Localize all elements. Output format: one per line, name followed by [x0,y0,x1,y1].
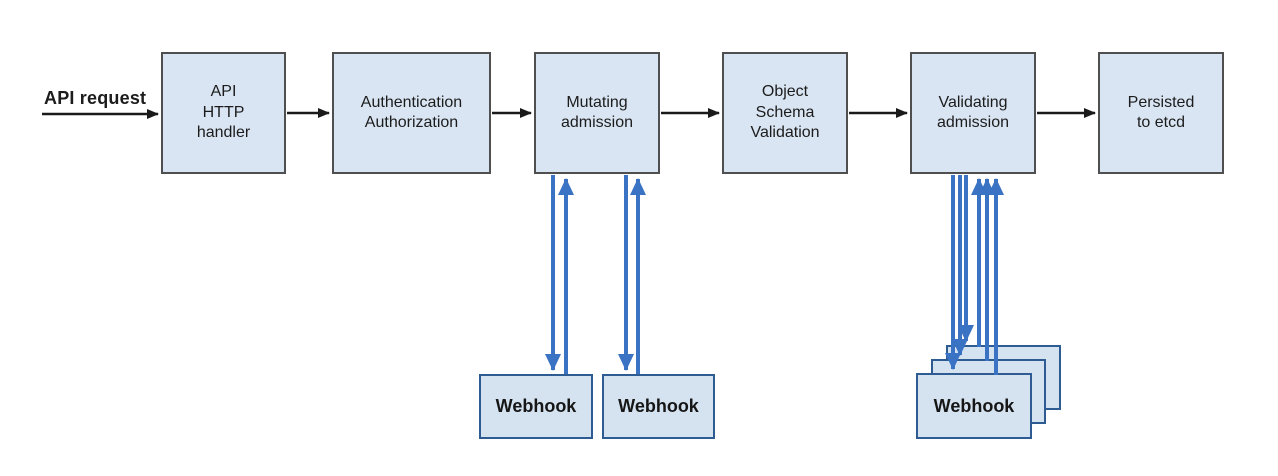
node-persisted-to-etcd: Persisted to etcd [1098,52,1224,174]
node-authentication-authorization: Authentication Authorization [332,52,491,174]
webhook-stack-front: Webhook [916,373,1032,439]
node-api-http-handler: API HTTP handler [161,52,286,174]
webhook-mutating-second: Webhook [602,374,715,439]
api-request-label: API request [44,88,147,108]
node-object-schema-validation: Object Schema Validation [722,52,848,174]
node-mutating-admission: Mutating admission [534,52,660,174]
webhook-mutating-first: Webhook [479,374,593,439]
node-validating-admission: Validating admission [910,52,1036,174]
